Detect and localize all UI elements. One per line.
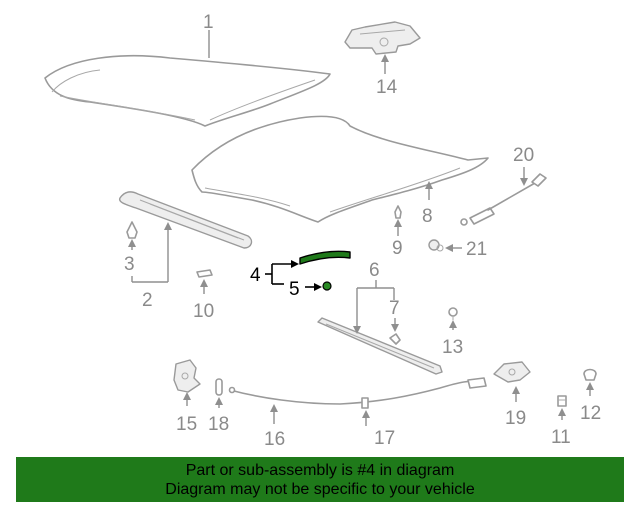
leader-9	[394, 219, 402, 236]
leader-16	[270, 404, 278, 424]
banner-line-2: Diagram may not be specific to your vehi…	[165, 481, 475, 498]
part-1-hood-panel	[44, 54, 331, 127]
part-4-hood-seal	[299, 250, 351, 265]
part-18-clip	[215, 378, 223, 396]
leader-7	[391, 318, 399, 332]
leader-14	[381, 54, 389, 74]
leader-18	[215, 397, 223, 408]
leader-12	[586, 382, 594, 396]
label-1: 1	[203, 12, 214, 33]
leader-8	[425, 181, 433, 200]
leader-4	[265, 260, 299, 285]
part-19-release-handle	[493, 361, 531, 383]
label-21: 21	[466, 239, 487, 260]
part-14-latch-bracket	[344, 21, 421, 55]
label-11: 11	[551, 427, 571, 448]
leader-2	[131, 222, 172, 283]
part-15-latch	[173, 359, 201, 393]
part-21-bumper	[428, 239, 444, 252]
part-5-retainer	[322, 281, 332, 291]
leader-13	[449, 320, 457, 330]
part-17-cable-clip	[361, 397, 369, 409]
label-8: 8	[422, 206, 433, 227]
label-2: 2	[142, 290, 153, 311]
leader-15	[183, 392, 191, 406]
part-11-bumper	[557, 395, 567, 407]
leader-11	[558, 408, 566, 420]
part-3-clip	[126, 221, 138, 239]
part-20-support-strut	[460, 173, 547, 226]
label-18: 18	[208, 414, 229, 435]
label-5: 5	[289, 279, 300, 300]
label-10: 10	[193, 301, 214, 322]
part-13-bumper	[448, 307, 458, 320]
part-10-clip	[196, 269, 213, 278]
label-3: 3	[124, 254, 135, 275]
part-16-release-cable	[228, 377, 487, 405]
label-4: 4	[250, 265, 261, 286]
leader-10	[200, 279, 208, 294]
info-banner: Part or sub-assembly is #4 in diagram Di…	[16, 457, 624, 502]
part-7-clip	[389, 333, 401, 345]
label-15: 15	[176, 414, 197, 435]
leader-6	[353, 280, 395, 334]
leader-20	[520, 167, 528, 186]
label-17: 17	[374, 428, 395, 449]
part-2-molding-strip	[118, 191, 253, 249]
label-20: 20	[513, 145, 534, 166]
label-12: 12	[580, 403, 601, 424]
leader-3	[128, 239, 136, 250]
label-13: 13	[442, 337, 463, 358]
label-14: 14	[376, 77, 398, 98]
label-7: 7	[389, 298, 400, 319]
banner-line-1: Part or sub-assembly is #4 in diagram	[185, 462, 455, 479]
part-9-clip	[394, 205, 402, 219]
leader-21	[445, 244, 462, 252]
part-12-bumper	[583, 368, 597, 381]
label-19: 19	[505, 408, 526, 429]
label-6: 6	[369, 260, 380, 281]
leader-17	[362, 410, 370, 426]
leader-5	[305, 283, 322, 291]
label-16: 16	[264, 429, 285, 450]
label-9: 9	[392, 238, 403, 259]
parts-diagram: 1 14 8 20 9	[44, 12, 601, 450]
part-8-hood-inner	[191, 115, 489, 223]
part-6-rear-seal	[317, 317, 443, 375]
leader-19	[512, 386, 520, 402]
